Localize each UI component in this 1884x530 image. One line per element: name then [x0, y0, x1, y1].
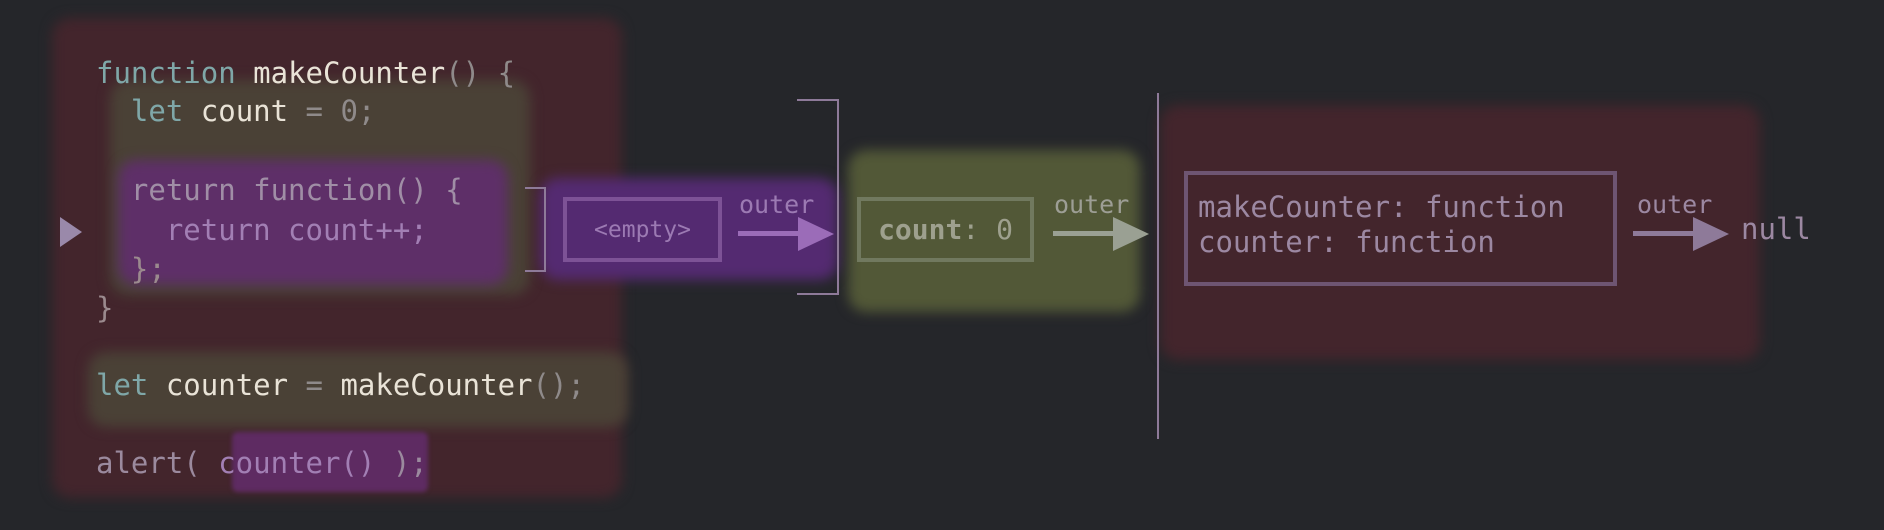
counter-assignment-highlight — [88, 352, 628, 427]
inner-function-highlight — [118, 160, 508, 285]
outer-arrow-1 — [738, 217, 834, 251]
empty-lexical-env-box: <empty> — [563, 197, 722, 262]
code-line-2: let count = 0; — [96, 92, 375, 130]
code-line-3: return function() { — [96, 171, 463, 209]
counter-call: counter() — [218, 446, 376, 480]
indent — [96, 252, 131, 286]
operator: = — [288, 94, 323, 128]
outer-label-3: outer — [1637, 190, 1713, 219]
punctuation: () — [532, 368, 568, 402]
code-line-7: let counter = makeCounter(); — [96, 366, 585, 404]
keyword: function — [96, 56, 236, 90]
indent — [96, 173, 131, 207]
global-lexical-env-box: makeCounter: function counter: function — [1184, 171, 1617, 286]
code-line-4: return count++; — [96, 211, 428, 249]
scope-separator — [1157, 93, 1159, 439]
inner-function-bracket — [525, 187, 546, 272]
empty-env-text: <empty> — [594, 216, 691, 243]
return-function-text: return function() { — [130, 173, 463, 207]
outer-label-1: outer — [739, 190, 815, 219]
function-call: makeCounter — [323, 368, 533, 402]
code-line-5: }; — [96, 250, 166, 288]
code-line-1: function makeCounter() { — [96, 54, 515, 92]
outer-arrow-2 — [1053, 217, 1149, 251]
makecounter-body-bracket — [797, 99, 839, 295]
keyword: let — [96, 368, 149, 402]
count-value: : 0 — [962, 213, 1013, 246]
count-key: count — [878, 213, 963, 246]
punctuation: ); — [375, 446, 428, 480]
code-line-8: alert( counter() ); — [96, 444, 428, 482]
outer-arrow-3 — [1633, 217, 1729, 251]
counter-call-highlight — [232, 432, 428, 492]
indent — [96, 94, 131, 128]
number-literal: 0 — [323, 94, 358, 128]
code-line-6: } — [96, 289, 113, 327]
global-env-line-1: makeCounter: function — [1198, 189, 1565, 224]
identifier: counter — [148, 368, 289, 402]
play-triangle-icon — [60, 217, 82, 247]
identifier: makeCounter — [235, 56, 446, 90]
punctuation: () — [445, 56, 481, 90]
return-count-text: return count++; — [165, 213, 428, 247]
count-env-text: count: 0 — [878, 213, 1013, 246]
identifier: count — [183, 94, 289, 128]
count-lexical-env-box: count: 0 — [857, 197, 1034, 262]
punctuation: ; — [357, 94, 376, 128]
keyword: let — [130, 94, 184, 128]
global-env-line-2: counter: function — [1198, 224, 1495, 259]
null-label: null — [1741, 212, 1811, 246]
indent — [96, 213, 166, 247]
closing-brace: }; — [130, 252, 166, 286]
alert-call: alert( — [96, 446, 219, 480]
punctuation: ; — [567, 368, 585, 402]
empty-env-highlight — [540, 178, 838, 280]
operator: = — [288, 368, 323, 402]
closing-brace: } — [96, 291, 114, 325]
punctuation: { — [480, 56, 516, 90]
outer-label-2: outer — [1054, 190, 1130, 219]
